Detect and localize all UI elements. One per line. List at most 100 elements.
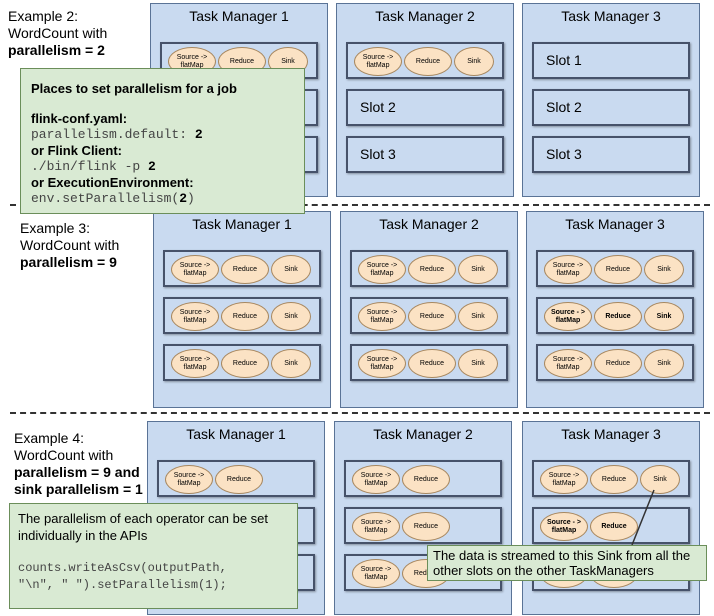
sink-operator: Sink	[271, 255, 311, 284]
sink-operator: Sink	[458, 255, 498, 284]
separator-line-1	[10, 204, 710, 206]
task-slot: Slot 2	[346, 89, 504, 126]
source-flatmap-operator: Source -> flatMap	[352, 512, 400, 541]
conf-heading: flink-conf.yaml:	[31, 111, 128, 126]
slot-label: Slot 3	[360, 146, 396, 162]
task-manager-title: Task Manager 3	[565, 216, 665, 232]
source-flatmap-operator: Source -> flatMap	[540, 465, 588, 494]
example-3-desc: WordCount with	[20, 237, 120, 253]
sink-operator: Sink	[271, 302, 311, 331]
source-flatmap-operator: Source -> flatMap	[358, 255, 406, 284]
reduce-operator: Reduce	[221, 349, 269, 378]
sink-operator: Sink	[271, 349, 311, 378]
example-2-title: Example 2:	[8, 8, 79, 24]
reduce-operator: Reduce	[215, 465, 263, 494]
task-manager-title: Task Manager 2	[375, 8, 475, 24]
sink-operator: Sink	[644, 302, 684, 331]
reduce-operator: Reduce	[590, 465, 638, 494]
source-flatmap-operator: Source - > flatMap	[544, 302, 592, 331]
example-2-label: Example 2: WordCount with parallelism = …	[8, 8, 107, 59]
task-manager-title: Task Manager 2	[379, 216, 479, 232]
example-2-parallelism: parallelism = 2	[8, 42, 105, 58]
env-heading: or ExecutionEnvironment:	[31, 175, 194, 190]
source-flatmap-operator: Source -> flatMap	[171, 255, 219, 284]
example-3-label: Example 3: WordCount with parallelism = …	[20, 220, 119, 271]
source-flatmap-operator: Source -> flatMap	[544, 349, 592, 378]
example-3-parallelism: parallelism = 9	[20, 254, 117, 270]
example-4-sink-parallelism: sink parallelism = 1	[14, 481, 143, 497]
task-manager-title: Task Manager 1	[189, 8, 289, 24]
operator-code-line-2: "\n", " ").setParallelism(1);	[18, 578, 227, 592]
sink-operator: Sink	[458, 302, 498, 331]
client-code: ./bin/flink -p	[31, 159, 149, 174]
task-slot: Slot 3	[532, 136, 690, 173]
source-flatmap-operator: Source -> flatMap	[358, 349, 406, 378]
sink-operator: Sink	[644, 349, 684, 378]
task-manager-title: Task Manager 1	[192, 216, 292, 232]
reduce-operator: Reduce	[404, 47, 452, 76]
source-flatmap-operator: Source -> flatMap	[354, 47, 402, 76]
sink-operator: Sink	[458, 349, 498, 378]
sink-callout-text: The data is streamed to this Sink from a…	[433, 548, 691, 578]
conf-code: parallelism.default:	[31, 127, 195, 142]
conf-value: 2	[194, 127, 203, 142]
example-3-title: Example 3:	[20, 220, 91, 236]
task-slot: Slot 2	[532, 89, 690, 126]
source-flatmap-operator: Source -> flatMap	[544, 255, 592, 284]
reduce-operator: Reduce	[408, 302, 456, 331]
source-flatmap-operator: Source -> flatMap	[352, 559, 400, 588]
operator-parallelism-callout: The parallelism of each operator can be …	[9, 503, 298, 609]
example-4-title: Example 4:	[14, 430, 85, 446]
task-slot: Slot 1	[532, 42, 690, 79]
reduce-operator: Reduce	[594, 302, 642, 331]
task-slot: Slot 3	[346, 136, 504, 173]
client-value: 2	[148, 159, 156, 174]
reduce-operator: Reduce	[594, 349, 642, 378]
reduce-operator: Reduce	[594, 255, 642, 284]
sink-callout: The data is streamed to this Sink from a…	[427, 545, 707, 581]
source-flatmap-operator: Source -> flatMap	[358, 302, 406, 331]
source-flatmap-operator: Source -> flatMap	[171, 349, 219, 378]
env-code-end: )	[187, 191, 195, 206]
client-heading: or Flink Client:	[31, 143, 122, 158]
env-value: 2	[179, 191, 188, 206]
separator-line-2	[10, 412, 710, 414]
source-flatmap-operator: Source -> flatMap	[165, 465, 213, 494]
example-4-parallelism: parallelism = 9 and	[14, 464, 140, 480]
reduce-operator: Reduce	[402, 512, 450, 541]
task-manager-title: Task Manager 3	[561, 8, 661, 24]
sink-pointer-line	[631, 489, 655, 546]
operator-code-line-1: counts.writeAsCsv(outputPath,	[18, 561, 227, 575]
example-4-label: Example 4: WordCount with parallelism = …	[14, 430, 143, 498]
slot-label: Slot 2	[546, 99, 582, 115]
reduce-operator: Reduce	[408, 255, 456, 284]
sink-operator: Sink	[644, 255, 684, 284]
callout-heading: Places to set parallelism for a job	[31, 81, 237, 96]
example-4-desc: WordCount with	[14, 447, 114, 463]
reduce-operator: Reduce	[590, 512, 638, 541]
reduce-operator: Reduce	[221, 255, 269, 284]
source-flatmap-operator: Source -> flatMap	[171, 302, 219, 331]
task-manager-title: Task Manager 3	[561, 426, 661, 442]
parallelism-callout: Places to set parallelism for a job flin…	[20, 68, 305, 214]
reduce-operator: Reduce	[402, 465, 450, 494]
